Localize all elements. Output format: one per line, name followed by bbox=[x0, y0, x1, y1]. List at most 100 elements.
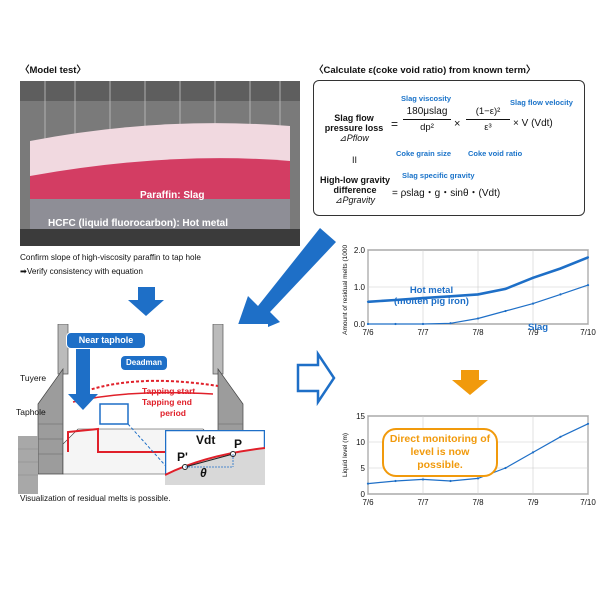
denominator: dp² bbox=[420, 122, 434, 133]
lhs1-symbol: ⊿Pflow bbox=[339, 133, 369, 143]
lhs2-line1: High-low gravity bbox=[319, 175, 390, 185]
y-tick-label: 1.0 bbox=[354, 283, 366, 292]
data-point bbox=[559, 435, 562, 438]
x-tick-label: 7/10 bbox=[580, 328, 596, 337]
model-test-title: 〈Model test〉 bbox=[20, 65, 86, 76]
data-point bbox=[366, 322, 370, 326]
y-tick-label: 5 bbox=[361, 464, 366, 473]
equation-tail: × V (Vdt) bbox=[513, 118, 553, 129]
tuyere-label: Tuyere bbox=[20, 373, 47, 383]
fraction-2: (1−ε)² ε³ bbox=[466, 106, 510, 133]
data-point bbox=[366, 300, 370, 303]
data-point bbox=[476, 477, 480, 480]
x-tick-label: 7/8 bbox=[472, 328, 484, 337]
data-point bbox=[559, 267, 562, 270]
lhs2-symbol: ⊿Pgravity bbox=[334, 195, 376, 205]
data-point bbox=[449, 479, 452, 483]
data-point bbox=[394, 298, 397, 302]
lhs1-line2: pressure loss bbox=[324, 123, 384, 133]
slag-flow-velocity-label: Slag flow velocity bbox=[510, 98, 573, 107]
near-taphole-bubble: Near taphole bbox=[66, 332, 146, 349]
x-tick-label: 7/6 bbox=[362, 328, 374, 337]
vdt-label: Vdt bbox=[196, 433, 216, 447]
taphole-label: Taphole bbox=[16, 407, 46, 417]
y-tick-label: 0.0 bbox=[354, 320, 366, 329]
y-tick-label: 10 bbox=[356, 438, 365, 447]
data-point bbox=[559, 293, 562, 296]
gravity-rhs: = ρslag・g・sinθ・(Vdt) bbox=[392, 188, 501, 199]
data-point bbox=[449, 295, 452, 298]
gravity-difference-lhs: High-low gravity difference ⊿Pgravity bbox=[316, 175, 394, 205]
times-1: × bbox=[454, 118, 461, 130]
residual-melts-chart: 7/6 7/7 7/8 7/9 7/10 0.0 1.0 2.0 Amount of resid… bbox=[342, 244, 596, 337]
lhs2-line2: difference bbox=[333, 185, 377, 195]
data-point bbox=[504, 287, 507, 290]
p-prime-label: P' bbox=[177, 450, 188, 464]
x-tick-label: 7/7 bbox=[417, 498, 429, 507]
coke-void-label: Coke void ratio bbox=[468, 149, 523, 158]
tapping-start-label: Tapping start bbox=[142, 386, 196, 396]
x-tick-label: 7/10 bbox=[580, 498, 596, 507]
data-point bbox=[421, 322, 425, 326]
data-point bbox=[504, 466, 507, 470]
coke-grain-label: Coke grain size bbox=[396, 149, 452, 158]
y-tick-label: 15 bbox=[356, 412, 365, 421]
data-point bbox=[531, 451, 535, 454]
equality-mark: II bbox=[352, 155, 358, 165]
data-point bbox=[476, 293, 480, 296]
x-tick-label: 7/6 bbox=[362, 498, 374, 507]
equation-box bbox=[313, 80, 585, 216]
caption-verify-equation: ➡Verify consistency with equation bbox=[20, 267, 143, 276]
caption-visualization: Visualization of residual melts is possi… bbox=[20, 494, 171, 503]
equals-1: = bbox=[391, 117, 399, 131]
data-point bbox=[366, 482, 370, 485]
data-point bbox=[394, 322, 397, 326]
x-tick-label: 7/9 bbox=[527, 498, 539, 507]
hcfc-label: HCFC (liquid fluorocarbon): Hot metal bbox=[48, 218, 228, 229]
model-test-photo-art bbox=[20, 81, 300, 246]
data-point bbox=[586, 284, 590, 287]
theta-label: θ bbox=[200, 466, 207, 480]
lhs1-line1: Slag flow bbox=[334, 113, 374, 123]
y-axis-label: Amount of residual melts (1000 t) bbox=[342, 244, 349, 335]
hot-metal-label-line2: (molten pig iron) bbox=[394, 296, 469, 307]
right-arrow bbox=[296, 349, 336, 407]
y-axis-label: Liquid level (m) bbox=[342, 433, 349, 477]
y-tick-label: 2.0 bbox=[354, 246, 366, 255]
caption-confirm-slope: Confirm slope of high-viscosity paraffin… bbox=[20, 253, 201, 262]
paraffin-label: Paraffin: Slag bbox=[140, 190, 205, 201]
model-test-photo bbox=[20, 81, 300, 246]
data-point bbox=[421, 478, 425, 481]
zoom-inset bbox=[165, 430, 265, 485]
x-tick-label: 7/9 bbox=[527, 328, 539, 337]
pressure-loss-lhs: Slag flow pressure loss ⊿Pflow bbox=[318, 113, 390, 143]
direct-monitoring-callout: Direct monitoring of level is now possib… bbox=[382, 428, 498, 477]
slag-viscosity-label: Slag viscosity bbox=[401, 94, 452, 103]
data-point bbox=[504, 309, 507, 313]
x-tick-label: 7/8 bbox=[472, 498, 484, 507]
y-tick-label: 0 bbox=[361, 490, 366, 499]
data-point bbox=[531, 276, 535, 279]
tapping-end-label: Tapping end bbox=[142, 397, 192, 407]
frac2-numerator: (1−ε)² bbox=[466, 106, 510, 120]
data-point bbox=[586, 422, 590, 425]
x-tick-label: 7/7 bbox=[417, 328, 429, 337]
numerator: 180μslag bbox=[403, 106, 451, 120]
fraction-1: 180μslag dp² bbox=[403, 106, 451, 133]
p-label: P bbox=[234, 437, 243, 451]
slag-series-label: Slag bbox=[528, 322, 549, 333]
down-arrow bbox=[128, 287, 164, 316]
diagonal-arrow bbox=[232, 228, 336, 342]
data-point bbox=[531, 302, 535, 305]
data-point bbox=[476, 317, 480, 320]
data-point bbox=[449, 322, 452, 325]
hot-metal-label: Hot metal (molten pig iron) bbox=[394, 285, 469, 307]
calc-title: 〈Calculate ε(coke void ratio) from known… bbox=[314, 65, 536, 76]
hot-metal-label-line1: Hot metal bbox=[409, 285, 454, 296]
orange-down-arrow bbox=[452, 370, 488, 395]
data-point bbox=[586, 256, 590, 259]
slag-gravity-label: Slag specific gravity bbox=[402, 171, 475, 180]
data-point bbox=[394, 479, 397, 483]
period-label: period bbox=[160, 408, 186, 418]
